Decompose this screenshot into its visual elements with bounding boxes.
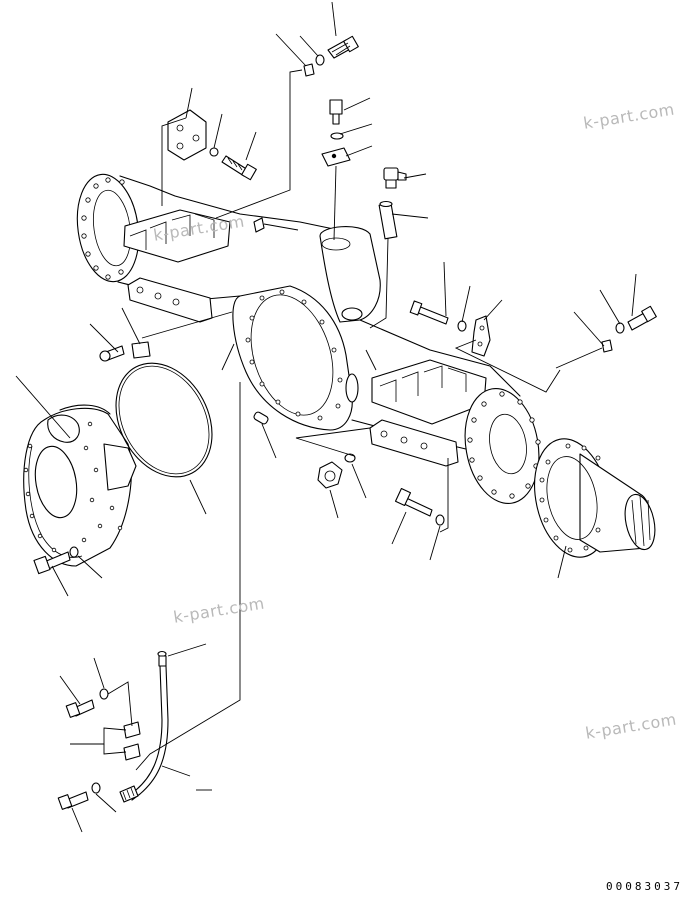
hub-bolt-holes: [539, 443, 601, 553]
bolt-upper-left: [221, 155, 257, 181]
top-clip: [303, 63, 315, 77]
plug-flange: [321, 147, 351, 167]
washer-far-right: [615, 322, 625, 334]
bolt-carrier-small: [99, 345, 125, 362]
bolt-right-upper: [409, 300, 449, 325]
pipe-clamp-upper: [123, 721, 141, 739]
center-flange-bolt-holes: [245, 289, 343, 421]
clamp-bolt-lower: [57, 791, 89, 810]
elbow-fitting: [383, 167, 407, 189]
clamp-washer-upper: [99, 688, 109, 700]
clip-far-right: [601, 339, 613, 353]
carrier-bolt-holes: [23, 421, 123, 553]
bolt-far-right: [627, 305, 657, 331]
plate-carrier-small: [131, 341, 151, 359]
top-bolt: [327, 35, 359, 59]
housing-top-nut: [253, 217, 265, 233]
carrier-bolt: [33, 551, 71, 575]
bracket-upper-left: [167, 109, 207, 161]
leader-lines: [15, 1, 637, 833]
axle-housing: [76, 173, 541, 505]
washer-upper-left: [209, 147, 219, 157]
bracket-right: [471, 315, 491, 357]
washer-right-upper: [457, 320, 467, 332]
top-washer: [315, 54, 325, 66]
extension-pipe: [378, 200, 398, 240]
carrier-washer: [69, 546, 79, 558]
breather-pipe: [119, 650, 169, 803]
clamp-bolt-upper: [65, 699, 95, 718]
washer-right-lower: [435, 514, 445, 526]
axle-shaft-hub: [534, 438, 656, 558]
clamp-washer-lower: [91, 782, 101, 794]
right-flange-bolt-holes: [467, 391, 541, 499]
plug-bolt: [329, 99, 343, 115]
bolt-right-lower: [394, 487, 433, 517]
left-flange-bolt-holes: [81, 177, 125, 280]
drawing-code: 00083037: [606, 880, 683, 893]
pin: [253, 411, 269, 425]
plug-washer: [330, 132, 344, 140]
pipe-clamp-lower: [123, 743, 141, 761]
gasket: [115, 362, 213, 478]
drain-plug: [317, 461, 343, 489]
differential-carrier: [23, 404, 137, 567]
